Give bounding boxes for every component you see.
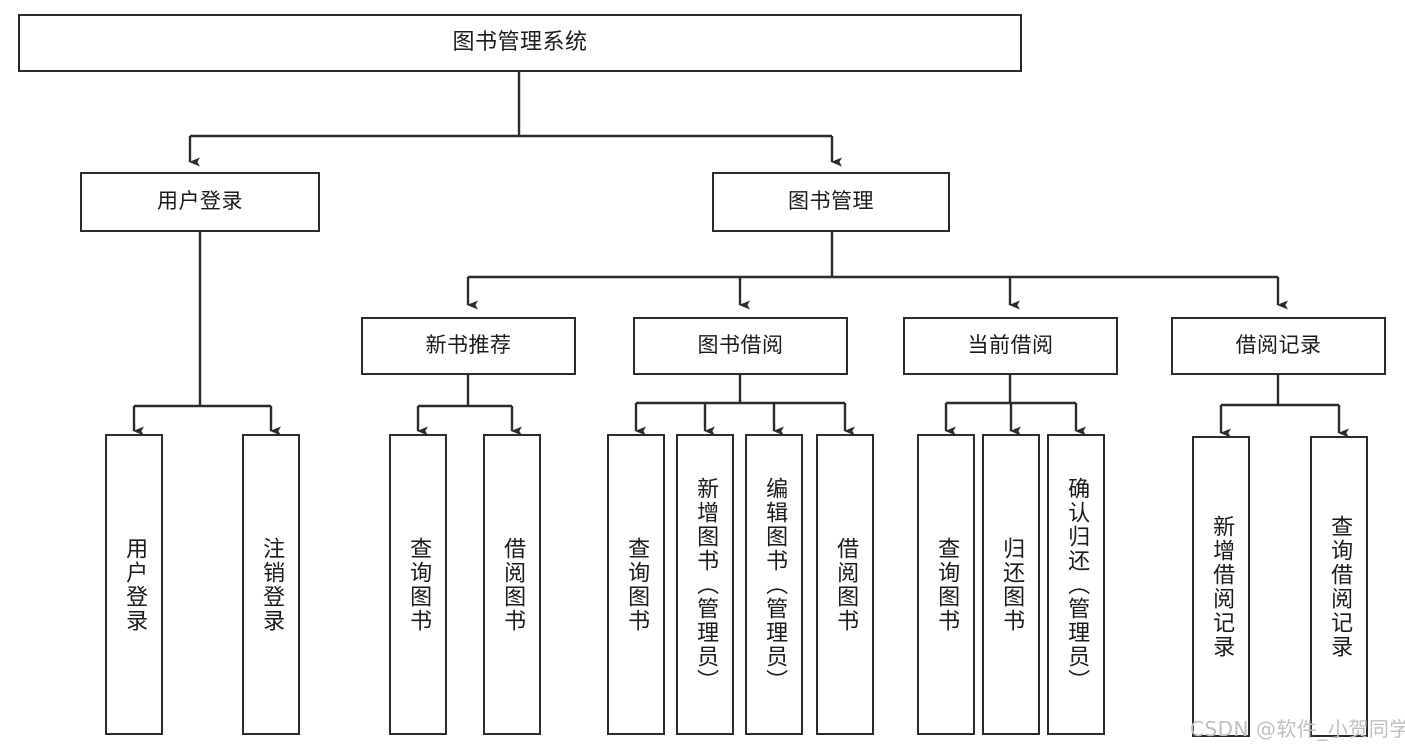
node-current-borrow[interactable]: 当前借阅 — [903, 317, 1118, 375]
leaf-confirm-return[interactable]: 确认归还（管理员） — [1047, 434, 1105, 735]
node-label: 查询借阅记录 — [1327, 514, 1353, 659]
node-label: 图书管理系统 — [452, 29, 588, 55]
node-label: 用户登录 — [122, 536, 148, 633]
node-label: 图书管理 — [788, 189, 874, 214]
node-borrow-record[interactable]: 借阅记录 — [1171, 317, 1386, 375]
watermark-text: CSDN @软件_小贺同学 — [1190, 717, 1405, 741]
node-label: 查询图书 — [624, 536, 650, 633]
node-book-management[interactable]: 图书管理 — [712, 172, 950, 232]
leaf-logout-login[interactable]: 注销登录 — [242, 434, 300, 735]
node-label: 编辑图书（管理员） — [762, 476, 788, 693]
node-new-book-recommend[interactable]: 新书推荐 — [361, 317, 576, 375]
leaf-borrow-book-1[interactable]: 借阅图书 — [483, 434, 541, 735]
node-label: 用户登录 — [157, 189, 243, 214]
leaf-borrow-book-2[interactable]: 借阅图书 — [816, 434, 874, 735]
leaf-query-record[interactable]: 查询借阅记录 — [1310, 436, 1368, 737]
leaf-edit-book[interactable]: 编辑图书（管理员） — [745, 434, 803, 735]
leaf-query-book-1[interactable]: 查询图书 — [389, 434, 447, 735]
leaf-query-book-3[interactable]: 查询图书 — [917, 434, 975, 735]
leaf-add-record[interactable]: 新增借阅记录 — [1192, 436, 1250, 737]
node-label: 借阅图书 — [833, 536, 859, 633]
node-book-borrow[interactable]: 图书借阅 — [633, 317, 848, 375]
node-label: 图书借阅 — [697, 333, 784, 358]
node-label: 当前借阅 — [967, 333, 1054, 358]
node-user-login[interactable]: 用户登录 — [80, 172, 320, 232]
node-label: 查询图书 — [934, 536, 960, 633]
node-root-system[interactable]: 图书管理系统 — [18, 14, 1022, 72]
node-label: 确认归还（管理员） — [1064, 476, 1090, 693]
node-label: 借阅图书 — [500, 536, 526, 633]
node-label: 归还图书 — [999, 536, 1025, 633]
node-label: 新增借阅记录 — [1209, 514, 1235, 659]
node-label: 查询图书 — [406, 536, 432, 633]
node-label: 新增图书（管理员） — [693, 476, 719, 693]
leaf-add-book[interactable]: 新增图书（管理员） — [676, 434, 734, 735]
leaf-query-book-2[interactable]: 查询图书 — [607, 434, 665, 735]
leaf-return-book[interactable]: 归还图书 — [982, 434, 1040, 735]
node-label: 注销登录 — [259, 536, 285, 633]
node-label: 新书推荐 — [425, 333, 512, 358]
csdn-watermark: CSDN @软件_小贺同学 — [1190, 713, 1405, 742]
node-label: 借阅记录 — [1235, 333, 1322, 358]
leaf-user-login[interactable]: 用户登录 — [105, 434, 163, 735]
